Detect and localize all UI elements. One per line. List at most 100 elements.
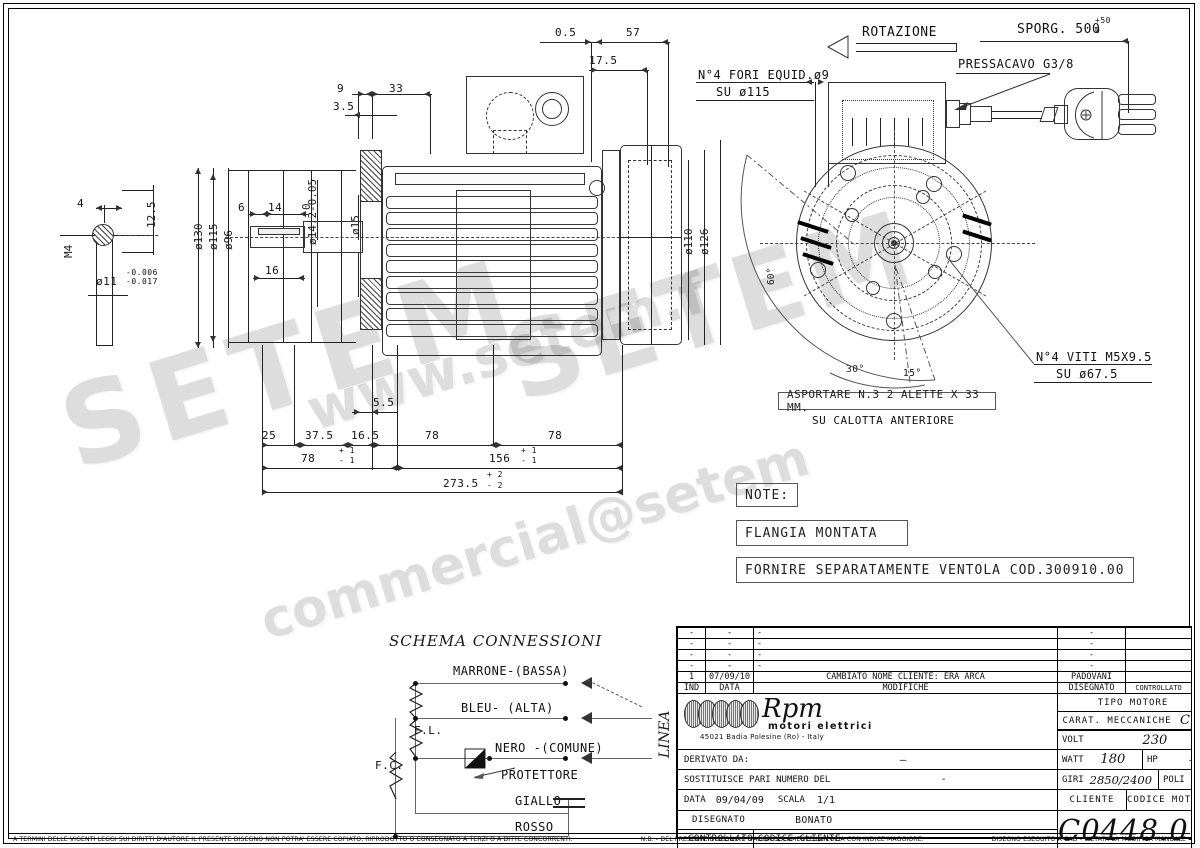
logo-address: 45021 Badia Polesine (Ro) - Italy <box>700 733 824 741</box>
dim-78-tol-up: + 1 <box>339 446 355 455</box>
label-sporg-tol-up: +50 <box>1095 16 1111 25</box>
carat-label: CARAT. MECCANICHE <box>1062 715 1172 726</box>
dim-3-5: 3.5 <box>333 100 355 113</box>
revision-row: - - - - <box>677 649 1192 661</box>
node-marrone-end <box>563 681 568 686</box>
dim-16: 16 <box>265 264 280 277</box>
legal-middle: N.B. - DEL PRESENTE DISEGNO E' VALIDA SO… <box>640 835 924 843</box>
header-controllato: CONTROLLATO <box>1125 682 1192 694</box>
rev-data: - <box>705 627 754 639</box>
rev-data: - <box>705 649 754 661</box>
note-asportare-2: SU CALOTTA ANTERIORE <box>812 414 955 427</box>
carat-meccaniche-cell: CARAT. MECCANICHE CUSCINETTI x A.T. W.T. <box>1057 711 1192 730</box>
rev-disegnato: - <box>1057 649 1126 661</box>
logo-cell: Rpm motori elettrici 45021 Badia Polesin… <box>677 693 1058 750</box>
dim-78-b: 78 <box>548 429 563 442</box>
label-fori-su: SU ø115 <box>716 85 771 99</box>
label-linea: LINEA <box>657 710 673 758</box>
sheet-frame-outer <box>3 3 1195 844</box>
dim-14: 14 <box>268 201 283 214</box>
hp-label: HP <box>1147 754 1158 765</box>
label-viti-su: SU ø67.5 <box>1056 367 1118 381</box>
plug-body-icon <box>1074 91 1103 139</box>
dim-12-5: 12.5 <box>145 201 158 229</box>
logo-name: Rpm <box>762 694 823 725</box>
rev-modifiche: CAMBIATO NOME CLIENTE: ERA ARCA <box>753 671 1058 683</box>
tipo-motore-label: TIPO MOTORE <box>1097 697 1169 708</box>
dim-5-5: 5.5 <box>373 396 395 409</box>
protettore-switch-icon <box>464 748 486 769</box>
node-rosso <box>393 834 398 839</box>
rev-disegnato: PADOVANI <box>1057 671 1126 683</box>
codice-motore-value: C0448.02 <box>1058 812 1191 847</box>
label-fori-equid: N°4 FORI EQUID.ø9 <box>698 68 830 82</box>
revision-row: - - - - <box>677 660 1192 672</box>
viti-leader-line <box>945 255 1035 365</box>
controllato-label: CONTROLLATO <box>688 834 754 844</box>
rev-data: - <box>705 638 754 650</box>
revision-row: - - - - <box>677 627 1192 639</box>
rev-disegnato: - <box>1057 627 1126 639</box>
angle-arcs <box>740 154 936 389</box>
coil-marrone-icon <box>408 683 424 719</box>
dim-0-5: 0.5 <box>555 26 577 39</box>
label-rotazione: ROTAZIONE <box>862 25 937 40</box>
dim-33: 33 <box>389 82 404 95</box>
rev-controllato <box>1125 638 1192 650</box>
sostituisce-label: SOSTITUISCE PARI NUMERO DEL <box>684 774 831 785</box>
label-sporg: SPORG. 500 <box>1017 22 1101 37</box>
volt-row: VOLT 230 HZ 50 AMP. 1,60 <box>1057 729 1192 750</box>
tipo-motore-cell: TIPO MOTORE MONOFASE CHIUSO <box>1057 693 1192 712</box>
dim-d11: ø11 <box>96 275 118 288</box>
giri-label: GIRI <box>1062 774 1084 785</box>
dim-d110: ø110 <box>682 228 695 256</box>
label-viti: N°4 VITI M5X9.5 <box>1036 350 1152 364</box>
dim-156: 156 <box>489 452 511 465</box>
hp-value: — <box>1158 753 1190 766</box>
schema-connessioni: SCHEMA CONNESSIONI MARRONE-(BASSA) BLEU-… <box>375 628 673 839</box>
sostituisce-cell: SOSTITUISCE PARI NUMERO DEL - <box>677 769 1058 790</box>
pressacavo-leader-arrow <box>954 73 1051 110</box>
dim-m4: M4 <box>62 244 75 258</box>
dim-25: 25 <box>262 429 277 442</box>
derivato-label: DERIVATO DA: <box>684 754 750 765</box>
dim-9: 9 <box>337 82 345 95</box>
revision-row: - - - - <box>677 638 1192 650</box>
dim-6: 6 <box>238 201 246 214</box>
giri-row: GIRI 2850/2400 POLI 2 CL. F <box>1057 769 1192 790</box>
rev-controllato <box>1125 627 1192 639</box>
header-data: DATA <box>705 682 754 694</box>
watt-row: WATT 180 HP — µF 6 <box>1057 749 1192 770</box>
dim-d115: ø115 <box>207 223 220 251</box>
wire-label-protettore: PROTETTORE <box>501 768 579 782</box>
legal-left: A TERMINI DELLE VIGENTI LEGGI SUI DIRITT… <box>13 835 573 843</box>
wire-label-rosso: ROSSO <box>515 820 554 834</box>
rev-modifiche: - <box>753 660 1058 672</box>
volt-value: 230 <box>1142 732 1168 748</box>
title-block: - - - - - - - - - - - - <box>676 626 1192 848</box>
codice-motore-label: CODICE MOTORE <box>1127 795 1192 805</box>
label-pressacavo: PRESSACAVO G3/8 <box>958 57 1074 71</box>
dim-d11-tol-dn: -0.017 <box>126 277 158 286</box>
node-marrone <box>413 681 418 686</box>
note-item-1: FORNIRE SEPARATAMENTE VENTOLA COD.300910… <box>736 557 1134 583</box>
poli-value: 2 <box>1185 772 1191 787</box>
logo-tagline: motori elettrici <box>768 721 873 732</box>
disegnato-cell: DISEGNATO BONATO <box>677 810 1058 830</box>
label-fl: F.L. <box>414 724 443 737</box>
rev-modifiche: - <box>753 627 1058 639</box>
linea-arrow-2 <box>581 712 592 724</box>
sheet-frame-inner <box>8 8 1190 839</box>
giri-value: 2850/2400 <box>1089 772 1153 787</box>
rev-data: - <box>705 660 754 672</box>
legal-footer: A TERMINI DELLE VIGENTI LEGGI SUI DIRITT… <box>9 833 1190 844</box>
rev-ind: - <box>677 649 706 661</box>
revision-row-current: 1 07/09/10 CAMBIATO NOME CLIENTE: ERA AR… <box>677 671 1192 683</box>
wire-label-giallo: GIALLO <box>515 794 562 808</box>
label-fc: F.C. <box>375 759 404 772</box>
dim-17-5: 17.5 <box>589 54 618 67</box>
data-label: DATA <box>684 795 706 805</box>
disegnato-value: BONATO <box>795 814 833 826</box>
derivato-cell: DERIVATO DA: — <box>677 749 1058 770</box>
